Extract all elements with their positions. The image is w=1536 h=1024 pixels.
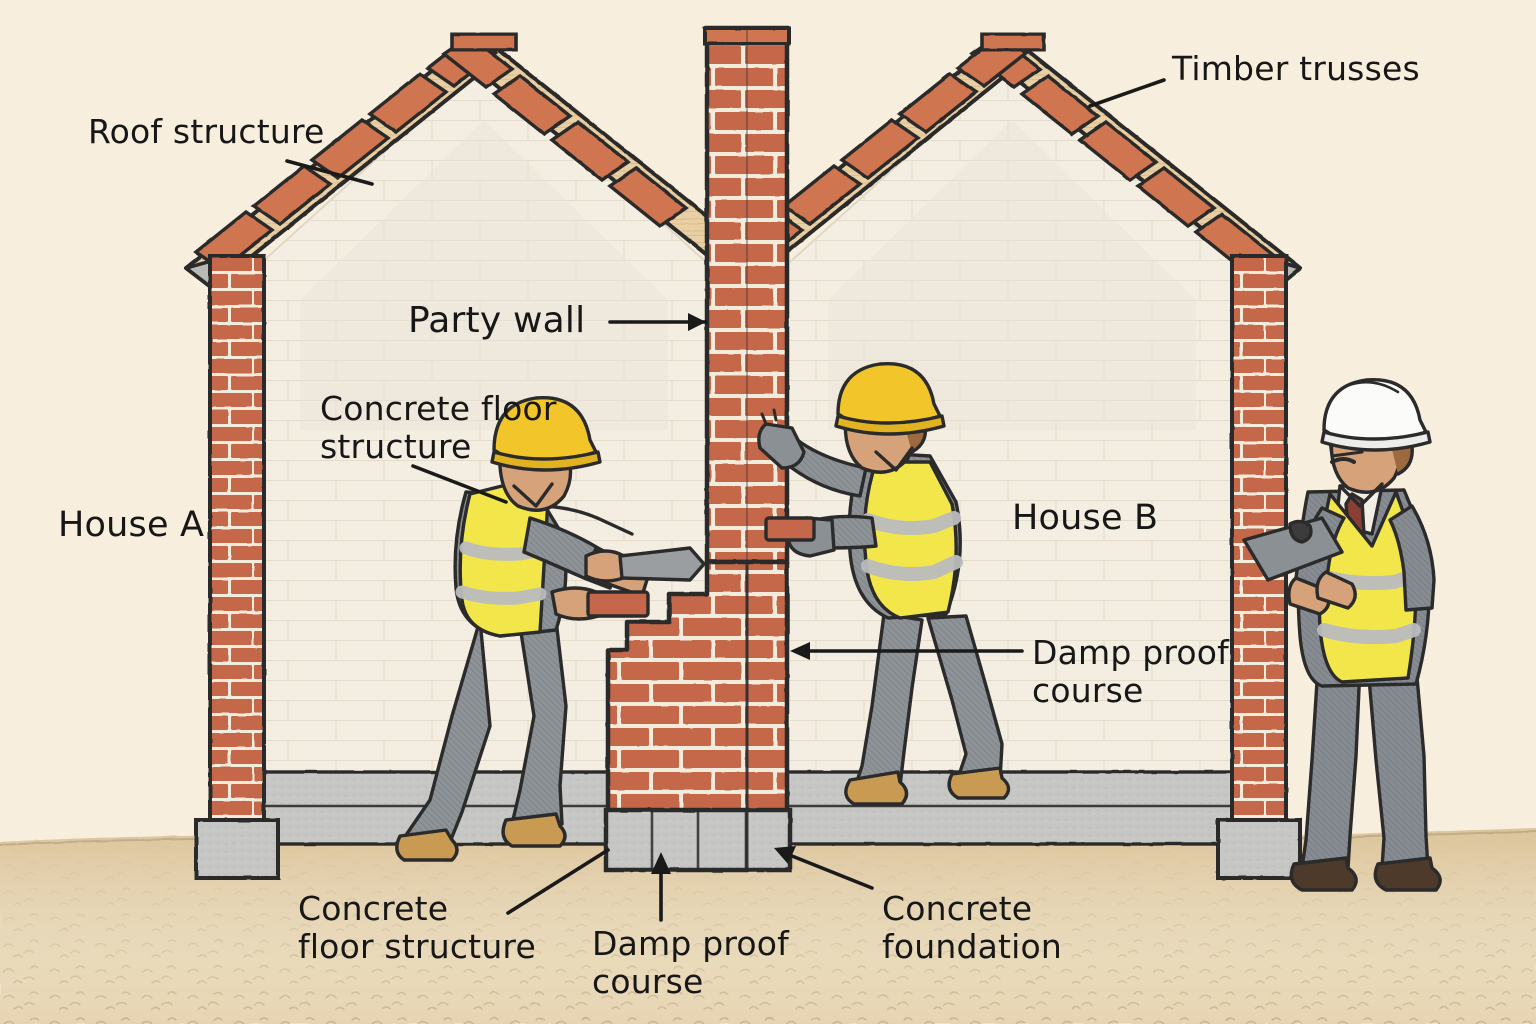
party-wall: [603, 25, 793, 873]
leader-concrete-foundation: [790, 854, 874, 890]
concrete-foundation-party-wall: [603, 807, 793, 873]
label-party-wall: Party wall: [408, 300, 586, 341]
leader-lines: [285, 78, 1166, 922]
figure-bricklayer-left: [395, 396, 706, 862]
leader-concrete-floor-lower: [506, 848, 610, 915]
label-house-b: House B: [1012, 498, 1159, 538]
figure-bricklayer-right: [757, 361, 1011, 806]
label-damp-proof-course-right: Damp proof course: [1032, 633, 1230, 711]
leader-timber-trusses: [1088, 78, 1166, 108]
label-house-a: House A: [58, 505, 205, 545]
party-wall-under-construction: [605, 559, 790, 871]
leader-roof-structure: [285, 159, 374, 186]
leader-concrete-floor-upper: [411, 464, 508, 504]
label-timber-trusses: Timber trusses: [1172, 49, 1420, 88]
label-damp-proof-course-bottom: Damp proof course: [592, 924, 790, 1002]
roof-structure-house-a: [184, 32, 774, 290]
label-concrete-foundation: Concrete foundation: [882, 889, 1063, 967]
figure-inspector: [1242, 377, 1442, 892]
label-concrete-floor-structure-upper: Concrete floor structure: [320, 389, 557, 467]
label-concrete-floor-structure-lower: Concrete floor structure: [298, 889, 536, 967]
label-roof-structure: Roof structure: [88, 112, 325, 151]
house-a-outer-wall: [194, 254, 280, 880]
ground-soil: [0, 828, 1536, 1024]
